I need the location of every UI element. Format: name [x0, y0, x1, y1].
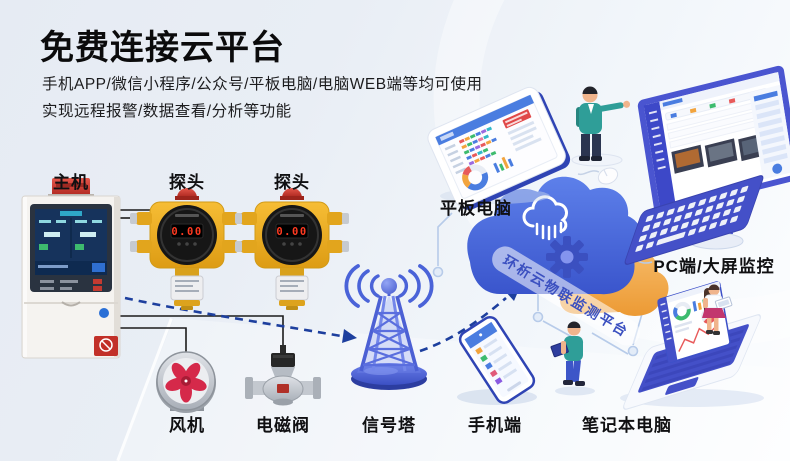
label-tablet: 平板电脑: [440, 199, 512, 218]
label-phone: 手机端: [468, 416, 522, 435]
person-sitting: [702, 284, 733, 335]
label-host: 主机: [53, 173, 89, 192]
tablet-icon: [427, 86, 571, 210]
fan-icon: [156, 351, 216, 413]
phone-icon: [458, 315, 536, 405]
mouse-icon: [577, 167, 619, 185]
probe-device: 0.00: [130, 188, 244, 310]
host-device: [21, 178, 121, 359]
label-laptop: 笔记本电脑: [582, 416, 672, 435]
probe-display: 0.00: [276, 226, 307, 238]
label-probe-1: 探头: [169, 173, 205, 192]
person-walking: [550, 321, 595, 396]
signal-tower-icon: [344, 264, 434, 390]
monitor-icon: [637, 65, 790, 250]
gear-icon: [546, 236, 588, 278]
probe-device: 0.00: [235, 188, 349, 310]
label-fan: 风机: [169, 416, 205, 435]
label-pc: PC端/大屏监控: [653, 257, 775, 276]
label-probe-2: 探头: [274, 173, 310, 192]
label-tower: 信号塔: [362, 416, 416, 435]
person-standing: [571, 86, 631, 167]
subtitle-line-1: 手机APP/微信小程序/公众号/平板电脑/电脑WEB端等均可使用: [42, 76, 483, 93]
probe-display: 0.00: [171, 226, 202, 238]
radio-waves-icon: [344, 264, 434, 308]
subtitle-line-2: 实现远程报警/数据查看/分析等功能: [42, 103, 292, 120]
label-valve: 电磁阀: [256, 416, 310, 435]
valve-icon: [245, 345, 321, 406]
page-title: 免费连接云平台: [40, 29, 285, 67]
keyboard-icon: [624, 175, 764, 265]
cloud-outline-icon: [522, 195, 568, 241]
